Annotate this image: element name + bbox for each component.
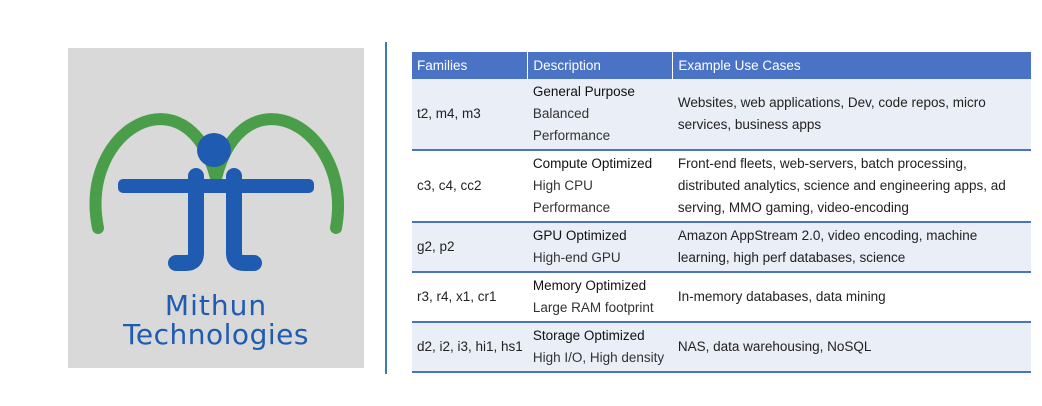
instance-families-table: Families Description Example Use Cases t… [412, 52, 1031, 373]
description-title: Memory Optimized [532, 278, 647, 293]
description-subtitle: High I/O, High density [532, 350, 665, 365]
logo-dot [197, 133, 231, 167]
vertical-divider [385, 42, 387, 374]
description-subtitle: High CPU Performance [532, 178, 611, 215]
families-cell: g2, p2 [412, 222, 528, 273]
table-row: d2, i2, i3, hi1, hs1 Storage Optimized H… [412, 322, 1031, 373]
use-cases-cell: NAS, data warehousing, NoSQL [672, 322, 1031, 373]
description-cell: GPU Optimized High-end GPU [527, 222, 673, 273]
table-row: c3, c4, cc2 Compute Optimized High CPU P… [412, 150, 1031, 223]
description-cell: Compute Optimized High CPU Performance [527, 150, 673, 223]
use-cases-cell: In-memory databases, data mining [672, 272, 1031, 323]
logo-text-line1: Mithun [164, 289, 268, 322]
families-cell: t2, m4, m3 [412, 79, 528, 151]
description-cell: Memory Optimized Large RAM footprint [527, 272, 673, 323]
description-subtitle: Large RAM footprint [532, 300, 654, 315]
description-subtitle: High-end GPU [532, 250, 621, 265]
company-logo: Mithun Technologies [68, 48, 364, 368]
description-cell: General Purpose Balanced Performance [527, 79, 673, 151]
description-title: GPU Optimized [532, 228, 627, 243]
logo-crossbar [118, 179, 314, 193]
description-title: General Purpose [532, 84, 635, 99]
families-cell: c3, c4, cc2 [412, 150, 528, 223]
logo-right-leg [226, 168, 262, 271]
table-row: r3, r4, x1, cr1 Memory Optimized Large R… [412, 272, 1031, 323]
table-row: g2, p2 GPU Optimized High-end GPU Amazon… [412, 222, 1031, 273]
header-description: Description [527, 52, 674, 79]
use-cases-cell: Front-end fleets, web-servers, batch pro… [672, 150, 1031, 223]
description-title: Storage Optimized [532, 328, 645, 343]
description-cell: Storage Optimized High I/O, High density [527, 322, 673, 373]
description-subtitle: Balanced Performance [532, 106, 611, 143]
logo-graphic [89, 113, 344, 271]
logo-left-leg [168, 168, 204, 271]
logo-right-arc [210, 113, 344, 234]
logo-text-line2: Technologies [123, 318, 309, 351]
table-header-row: Families Description Example Use Cases [412, 52, 1031, 79]
use-cases-cell: Amazon AppStream 2.0, video encoding, ma… [672, 222, 1031, 273]
use-cases-cell: Websites, web applications, Dev, code re… [672, 79, 1031, 151]
header-families: Families [412, 52, 529, 79]
families-cell: r3, r4, x1, cr1 [412, 272, 528, 323]
table-row: t2, m4, m3 General Purpose Balanced Perf… [412, 79, 1031, 151]
families-cell: d2, i2, i3, hi1, hs1 [412, 322, 528, 373]
header-use-cases: Example Use Cases [672, 52, 1031, 79]
description-title: Compute Optimized [532, 156, 653, 171]
